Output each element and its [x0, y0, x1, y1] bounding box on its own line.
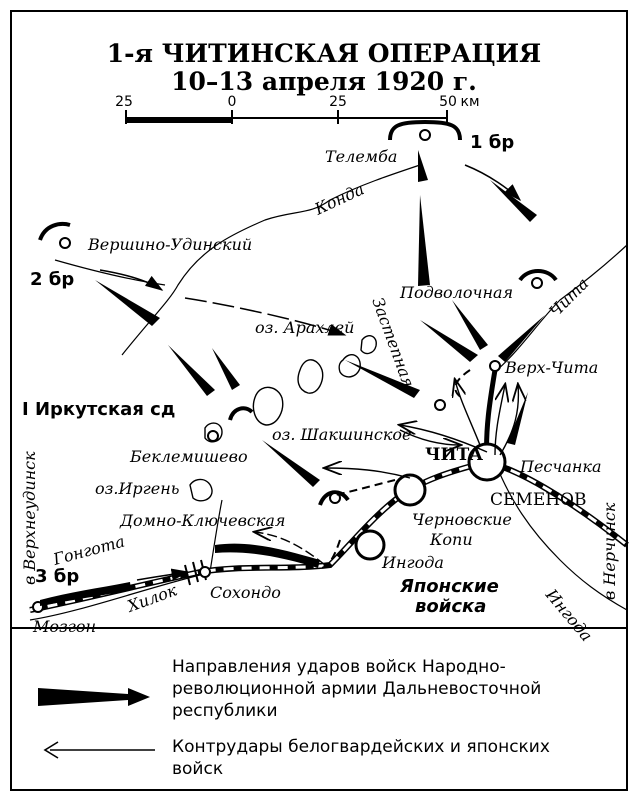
label-to-verkhneudinsk: в Верхнеудинск	[20, 451, 39, 585]
stations	[32, 129, 543, 613]
label-sokhondo: Сохондо	[210, 583, 281, 602]
unit-labels: 1 бр 2 бр 3 бр I Иркутская сд Японские в…	[22, 132, 514, 617]
scale-tick-0: 0	[228, 94, 237, 110]
label-verkh-chita: Верх-Чита	[504, 358, 598, 377]
ingoda-river	[494, 461, 628, 611]
legend-attack-line3: республики	[172, 701, 278, 721]
map-subtitle: 10–13 апреля 1920 г.	[171, 67, 477, 96]
lake-arakhlei	[297, 359, 324, 394]
map-title: 1-я ЧИТИНСКАЯ ОПЕРАЦИЯ	[107, 39, 541, 68]
label-peschanka: Песчанка	[519, 457, 602, 476]
label-konda: Конда	[311, 179, 367, 219]
dashed-curves	[321, 369, 471, 569]
unit-japanese-2: войска	[415, 596, 486, 617]
lakes	[189, 335, 377, 502]
label-ingoda-station: Ингода	[381, 553, 444, 572]
label-mozgon: Мозгон	[32, 617, 96, 636]
counterattack-arrows	[255, 380, 518, 566]
scale-bar: 25 0 25 50 км	[115, 94, 480, 124]
label-chernovskie-2: Копи	[429, 530, 473, 549]
legend-counter-line1: Контрудары белогвардейских и японских	[172, 737, 550, 757]
lake-small-2	[360, 335, 377, 355]
lake-small-1	[338, 354, 361, 378]
label-ingoda-river: Ингода	[541, 585, 596, 645]
label-to-nerchinsk: в Нерчинск	[600, 502, 619, 600]
label-chita: ЧИТА	[425, 445, 483, 465]
legend-counter-line2: войск	[172, 759, 223, 779]
label-domno: Домно-Ключевская	[119, 511, 286, 530]
unit-2br: 2 бр	[30, 269, 74, 290]
label-arakhlei: оз. Арахлей	[255, 318, 354, 337]
unit-irkutsk: I Иркутская сд	[22, 399, 175, 420]
lake-irgen	[189, 478, 213, 502]
label-chernovskie-1: Черновские	[412, 510, 512, 529]
label-irgen: оз.Иргень	[95, 479, 179, 498]
label-chita-river: Чита	[545, 274, 592, 321]
scale-tick-25-left: 25	[115, 94, 133, 110]
legend-attack-line1: Направления ударов войск Народно-	[172, 657, 506, 677]
lake-shakshinskoe	[252, 386, 284, 426]
place-labels: Телемба Конда Вершино-Удинский Подволочн…	[20, 147, 619, 645]
label-gongota: Гонгота	[50, 532, 127, 570]
legend-attack-symbol	[38, 688, 150, 706]
label-telemba: Телемба	[325, 147, 397, 166]
unit-1br: 1 бр	[470, 132, 514, 153]
scale-tick-50: 50	[439, 94, 457, 110]
label-shakshinskoe: оз. Шакшинское	[272, 425, 412, 444]
label-beklemishevo: Беклемишево	[129, 447, 248, 466]
legend-counter-symbol	[43, 741, 155, 759]
unit-3br: 3 бр	[35, 566, 79, 587]
unit-japanese-1: Японские	[399, 576, 499, 597]
khilok-river	[29, 574, 201, 621]
fronts	[38, 119, 558, 586]
scale-unit: км	[460, 94, 479, 110]
scale-tick-25: 25	[329, 94, 347, 110]
map-frame	[10, 10, 628, 791]
thin-arrows	[99, 164, 522, 581]
legend: Направления ударов войск Народно- револю…	[38, 657, 550, 779]
hilok-to-sohondo	[209, 499, 223, 573]
chita-river	[496, 244, 628, 371]
label-podvolochnaya: Подволочная	[399, 283, 513, 302]
label-semenov: СЕМЕНОВ	[490, 490, 587, 510]
konda-river	[121, 164, 421, 356]
legend-attack-line2: революционной армии Дальневосточной	[172, 679, 541, 699]
label-vershino: Вершино-Удинский	[87, 235, 252, 254]
